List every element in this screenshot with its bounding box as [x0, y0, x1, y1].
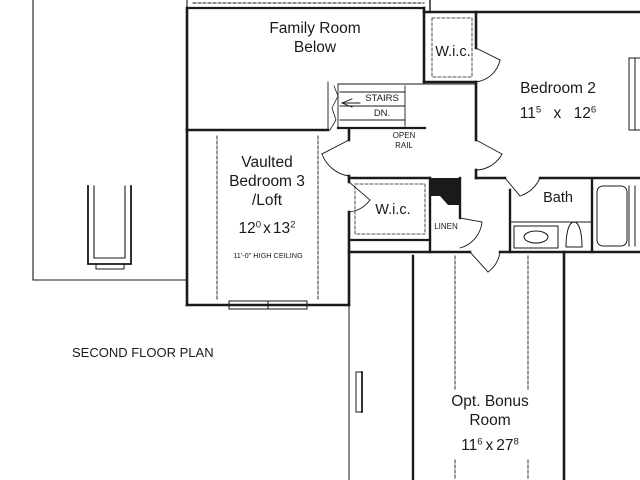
linen-label: LINEN: [434, 222, 458, 231]
stairs-drawing: [327, 81, 477, 131]
wic-linen-walls: [347, 176, 462, 254]
bedroom3-ceiling-note: 11'-0" HIGH CEILING: [233, 251, 303, 260]
bedroom2-dimensions: 115 x 126: [498, 105, 618, 124]
family-room-line2: Below: [293, 38, 337, 56]
bath-walls: [508, 178, 636, 254]
bedroom2-dim-b: 12: [573, 104, 591, 122]
wic-top-label: W.i.c.: [435, 44, 471, 60]
open-rail-label: OPEN RAIL: [386, 131, 422, 151]
stairs-label: STAIRS: [365, 93, 399, 104]
bonus-room-walls: [347, 250, 640, 480]
bedroom2-dim-a-sup: 5: [535, 104, 542, 116]
bedroom3-line1: Vaulted: [241, 154, 293, 171]
bedroom2-dim-x: x: [553, 104, 562, 122]
bedroom3-line3: /Loft: [251, 191, 283, 209]
bath-label: Bath: [543, 190, 573, 206]
bedroom2-walls: [422, 0, 640, 180]
bonus-dim-b-sup: 8: [513, 436, 519, 448]
bedroom2-dim-a: 11: [519, 104, 536, 122]
bedroom2-name: Bedroom 2: [520, 80, 596, 97]
family-room-walls: [185, 2, 426, 132]
chimney-outline: [87, 185, 132, 270]
wic-mid-label: W.i.c.: [375, 202, 411, 218]
bedroom3-dim-a-sup: 0: [255, 219, 262, 231]
bonus-dim-x: x: [485, 436, 494, 454]
stairs-direction: DN.: [373, 108, 391, 119]
open-rail-line2: RAIL: [395, 140, 413, 150]
door-swings: [321, 47, 541, 273]
family-room-label: Family Room Below: [250, 20, 380, 58]
open-rail-line1: OPEN: [392, 131, 416, 140]
second-floor-caption: SECOND FLOOR PLAN: [72, 345, 214, 360]
bonus-dim-a: 11: [461, 436, 478, 454]
bedroom3-dim-a: 12: [238, 219, 256, 237]
bonus-line2: Room: [469, 411, 511, 429]
bedroom3-dim-b: 13: [272, 219, 291, 237]
bedroom2-label: Bedroom 2 115 x 126: [498, 80, 618, 124]
bedroom3-dim-b-sup: 2: [290, 219, 296, 231]
bonus-line1: Opt. Bonus: [451, 393, 529, 410]
bedroom2-dim-b-sup: 6: [590, 104, 597, 116]
bonus-dim-a-sup: 6: [477, 436, 483, 448]
bonus-dim-b: 27: [496, 436, 514, 454]
bedroom3-line2: Bedroom 3: [229, 172, 305, 190]
left-outline: [32, 0, 188, 281]
family-room-line1: Family Room: [269, 20, 361, 37]
bedroom3-dim-x: x: [263, 219, 271, 237]
